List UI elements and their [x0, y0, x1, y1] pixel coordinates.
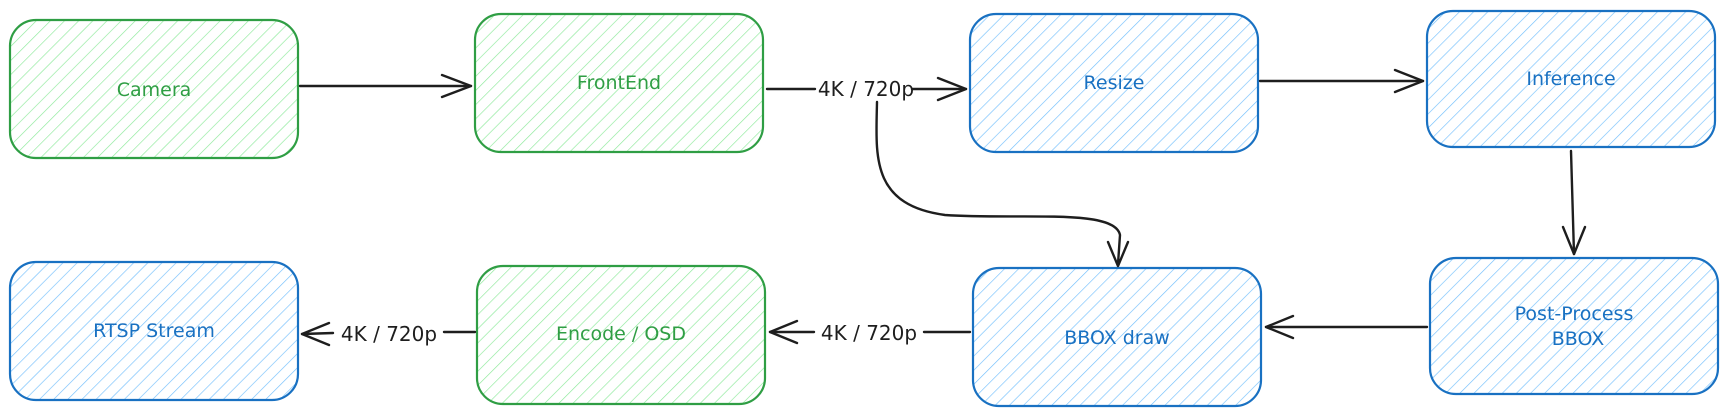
node-camera: Camera: [8, 18, 300, 160]
edge-inference-to-post-process: [1561, 149, 1587, 256]
edge-frontend-to-bbox-draw: [875, 100, 1130, 268]
edge-label-bbox-encode: 4K / 720p: [821, 321, 917, 345]
node-resize-label: Resize: [1084, 72, 1145, 94]
node-encode-osd: Encode / OSD: [475, 264, 767, 406]
node-post-process-bbox: Post-Process BBOX: [1428, 256, 1720, 396]
node-rtsp-stream-label: RTSP Stream: [93, 320, 215, 342]
node-bbox-draw-label: BBOX draw: [1064, 327, 1170, 349]
edge-resize-to-inference: [1258, 68, 1425, 94]
node-camera-label: Camera: [117, 79, 192, 101]
node-rtsp-stream: RTSP Stream: [8, 260, 300, 402]
node-frontend: FrontEnd: [473, 12, 765, 154]
node-encode-osd-label: Encode / OSD: [556, 323, 686, 345]
edge-encode-osd-to-rtsp-stream: [300, 321, 477, 347]
node-inference: Inference: [1425, 9, 1717, 149]
node-resize: Resize: [968, 12, 1260, 154]
node-bbox-draw: BBOX draw: [971, 266, 1263, 408]
edge-label-encode-rtsp: 4K / 720p: [341, 322, 437, 346]
node-inference-label: Inference: [1526, 68, 1615, 90]
edge-camera-to-frontend: [298, 73, 473, 99]
edge-bbox-draw-to-encode-osd: [768, 319, 972, 345]
node-frontend-label: FrontEnd: [577, 72, 661, 94]
edge-post-process-to-bbox-draw: [1264, 314, 1429, 340]
node-post-process-label-line2: BBOX: [1552, 328, 1605, 350]
edge-label-frontend-resize: 4K / 720p: [818, 77, 914, 101]
node-post-process-label-line1: Post-Process: [1515, 303, 1634, 325]
edge-frontend-to-resize: [765, 76, 968, 102]
